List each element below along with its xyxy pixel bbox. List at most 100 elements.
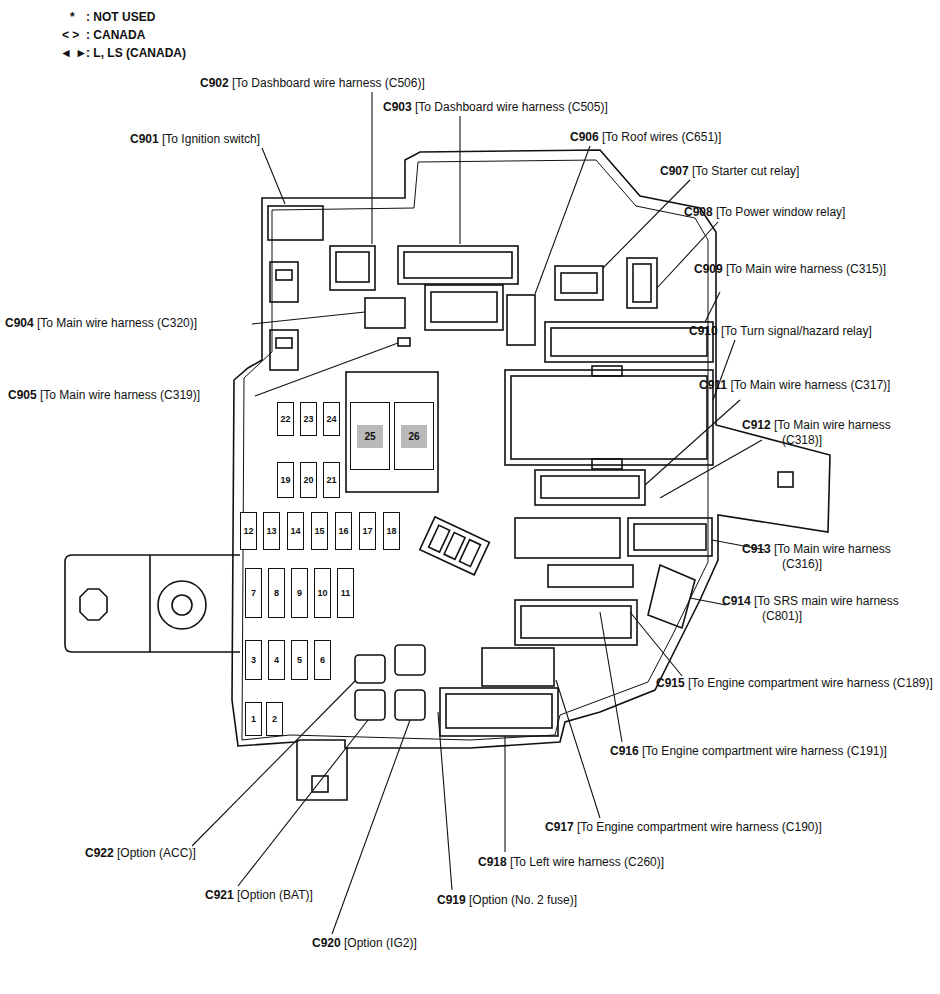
legend-text: : L, LS (CANADA) xyxy=(86,46,186,61)
connector-description: [To SRS main wire harness (C801)] xyxy=(754,594,899,623)
connector xyxy=(270,330,298,370)
callout-label: C921 [Option (BAT)] xyxy=(205,888,313,903)
housing-inner xyxy=(242,160,708,740)
bolt-hole xyxy=(158,581,206,629)
connector xyxy=(482,648,554,686)
connector-code: C910 xyxy=(689,324,718,338)
connector-description: [To Left wire harness (C260)] xyxy=(510,855,664,869)
fuse-number: 17 xyxy=(362,526,372,536)
fuse: 21 xyxy=(323,462,340,498)
connector xyxy=(268,206,323,240)
fuse-number: 22 xyxy=(280,414,290,424)
callout-label: C906 [To Roof wires (C651)] xyxy=(570,130,721,145)
fuse-number: 5 xyxy=(297,655,302,665)
connector xyxy=(398,246,518,284)
connector-description: [To Main wire harness (C315)] xyxy=(726,262,886,276)
connector-code: C919 xyxy=(437,893,466,907)
connector xyxy=(633,264,651,302)
fuse: 6 xyxy=(314,640,331,680)
bracket xyxy=(65,555,240,652)
maxi-fuse: 25 xyxy=(350,402,390,470)
legend-text: < > xyxy=(62,28,79,43)
callout-label: C918 [To Left wire harness (C260)] xyxy=(478,855,664,870)
connector xyxy=(511,376,707,459)
connector-description: [To Main wire harness (C318)] xyxy=(774,418,891,447)
connector-code: C902 xyxy=(200,76,229,90)
fuse-number: 8 xyxy=(274,588,279,598)
connector-description: [To Dashboard wire harness (C506)] xyxy=(232,76,425,90)
fuse: 16 xyxy=(335,512,352,550)
connector-description: [To Ignition switch] xyxy=(162,132,260,146)
fuse-number: 15 xyxy=(314,526,324,536)
connector xyxy=(446,694,552,728)
connector-description: [To Main wire harness (C320)] xyxy=(37,316,197,330)
bracket-edge xyxy=(149,555,151,652)
fuse: 9 xyxy=(291,568,308,618)
connector xyxy=(561,273,597,293)
connector-description: [Option (No. 2 fuse)] xyxy=(469,893,577,907)
fuse: 10 xyxy=(314,568,331,618)
flap-hole xyxy=(778,472,793,487)
connector-code: C907 xyxy=(660,164,689,178)
connector xyxy=(440,688,558,736)
connector-code: C901 xyxy=(130,132,159,146)
bolt-hole xyxy=(172,595,192,615)
connector xyxy=(592,366,622,376)
connector-code: C917 xyxy=(545,820,574,834)
fuse-number: 11 xyxy=(341,588,351,598)
fuse-number: 14 xyxy=(290,526,300,536)
connector xyxy=(365,298,405,328)
callout-label: C910 [To Turn signal/hazard relay] xyxy=(689,324,934,339)
connector xyxy=(648,565,695,628)
connector xyxy=(548,565,633,587)
connector-code: C922 xyxy=(85,846,114,860)
fuse: 17 xyxy=(359,512,376,550)
connector xyxy=(592,459,622,469)
connector-code: C908 xyxy=(684,205,713,219)
connector-code: C913 xyxy=(742,542,771,556)
connector xyxy=(515,600,637,645)
callout-label: C917 [To Engine compartment wire harness… xyxy=(545,820,822,835)
connector xyxy=(521,606,631,638)
connector xyxy=(431,292,497,322)
fuse-number: 18 xyxy=(386,526,396,536)
connector-code: C906 xyxy=(570,130,599,144)
fuse-number: 25 xyxy=(357,425,382,448)
callout-label: C909 [To Main wire harness (C315)] xyxy=(694,262,934,277)
callout-label: C912 [To Main wire harness (C318)] xyxy=(742,418,934,448)
connector-description: [To Engine compartment wire harness (C19… xyxy=(577,820,822,834)
fuse: 23 xyxy=(300,402,317,436)
fuse-number: 7 xyxy=(251,588,256,598)
connector xyxy=(634,524,706,550)
connector xyxy=(545,322,713,362)
fuse-number: 6 xyxy=(320,655,325,665)
connector-code: C916 xyxy=(610,744,639,758)
connector-code: C905 xyxy=(8,388,37,402)
fuse-number: 26 xyxy=(401,425,426,448)
fuse-number: 2 xyxy=(272,714,277,724)
fuse: 20 xyxy=(300,462,317,498)
legend-text: ◄ ► xyxy=(60,46,87,61)
fuse-number: 19 xyxy=(280,475,290,485)
callout-label: C920 [Option (IG2)] xyxy=(312,936,417,951)
tab xyxy=(297,740,347,800)
connector-description: [To Main wire harness (C319)] xyxy=(40,388,200,402)
fuse: 5 xyxy=(291,640,308,680)
fuse: 22 xyxy=(277,402,294,436)
connector-code: C912 xyxy=(742,418,771,432)
connector-description: [Option (IG2)] xyxy=(344,936,417,950)
connector xyxy=(551,328,707,356)
callout-label: C919 [Option (No. 2 fuse)] xyxy=(437,893,577,908)
connector-code: C909 xyxy=(694,262,723,276)
connector-description: [To Engine compartment wire harness (C18… xyxy=(688,676,933,690)
callout-label: C905 [To Main wire harness (C319)] xyxy=(8,388,200,403)
connector-description: [To Roof wires (C651)] xyxy=(602,130,721,144)
fuse: 7 xyxy=(245,568,262,618)
connector xyxy=(628,518,712,556)
fuse: 1 xyxy=(245,702,262,736)
connector-description: [To Dashboard wire harness (C505)] xyxy=(415,100,608,114)
connector-description: [To Turn signal/hazard relay] xyxy=(721,324,872,338)
connector xyxy=(535,470,645,505)
connector-code: C904 xyxy=(5,316,34,330)
